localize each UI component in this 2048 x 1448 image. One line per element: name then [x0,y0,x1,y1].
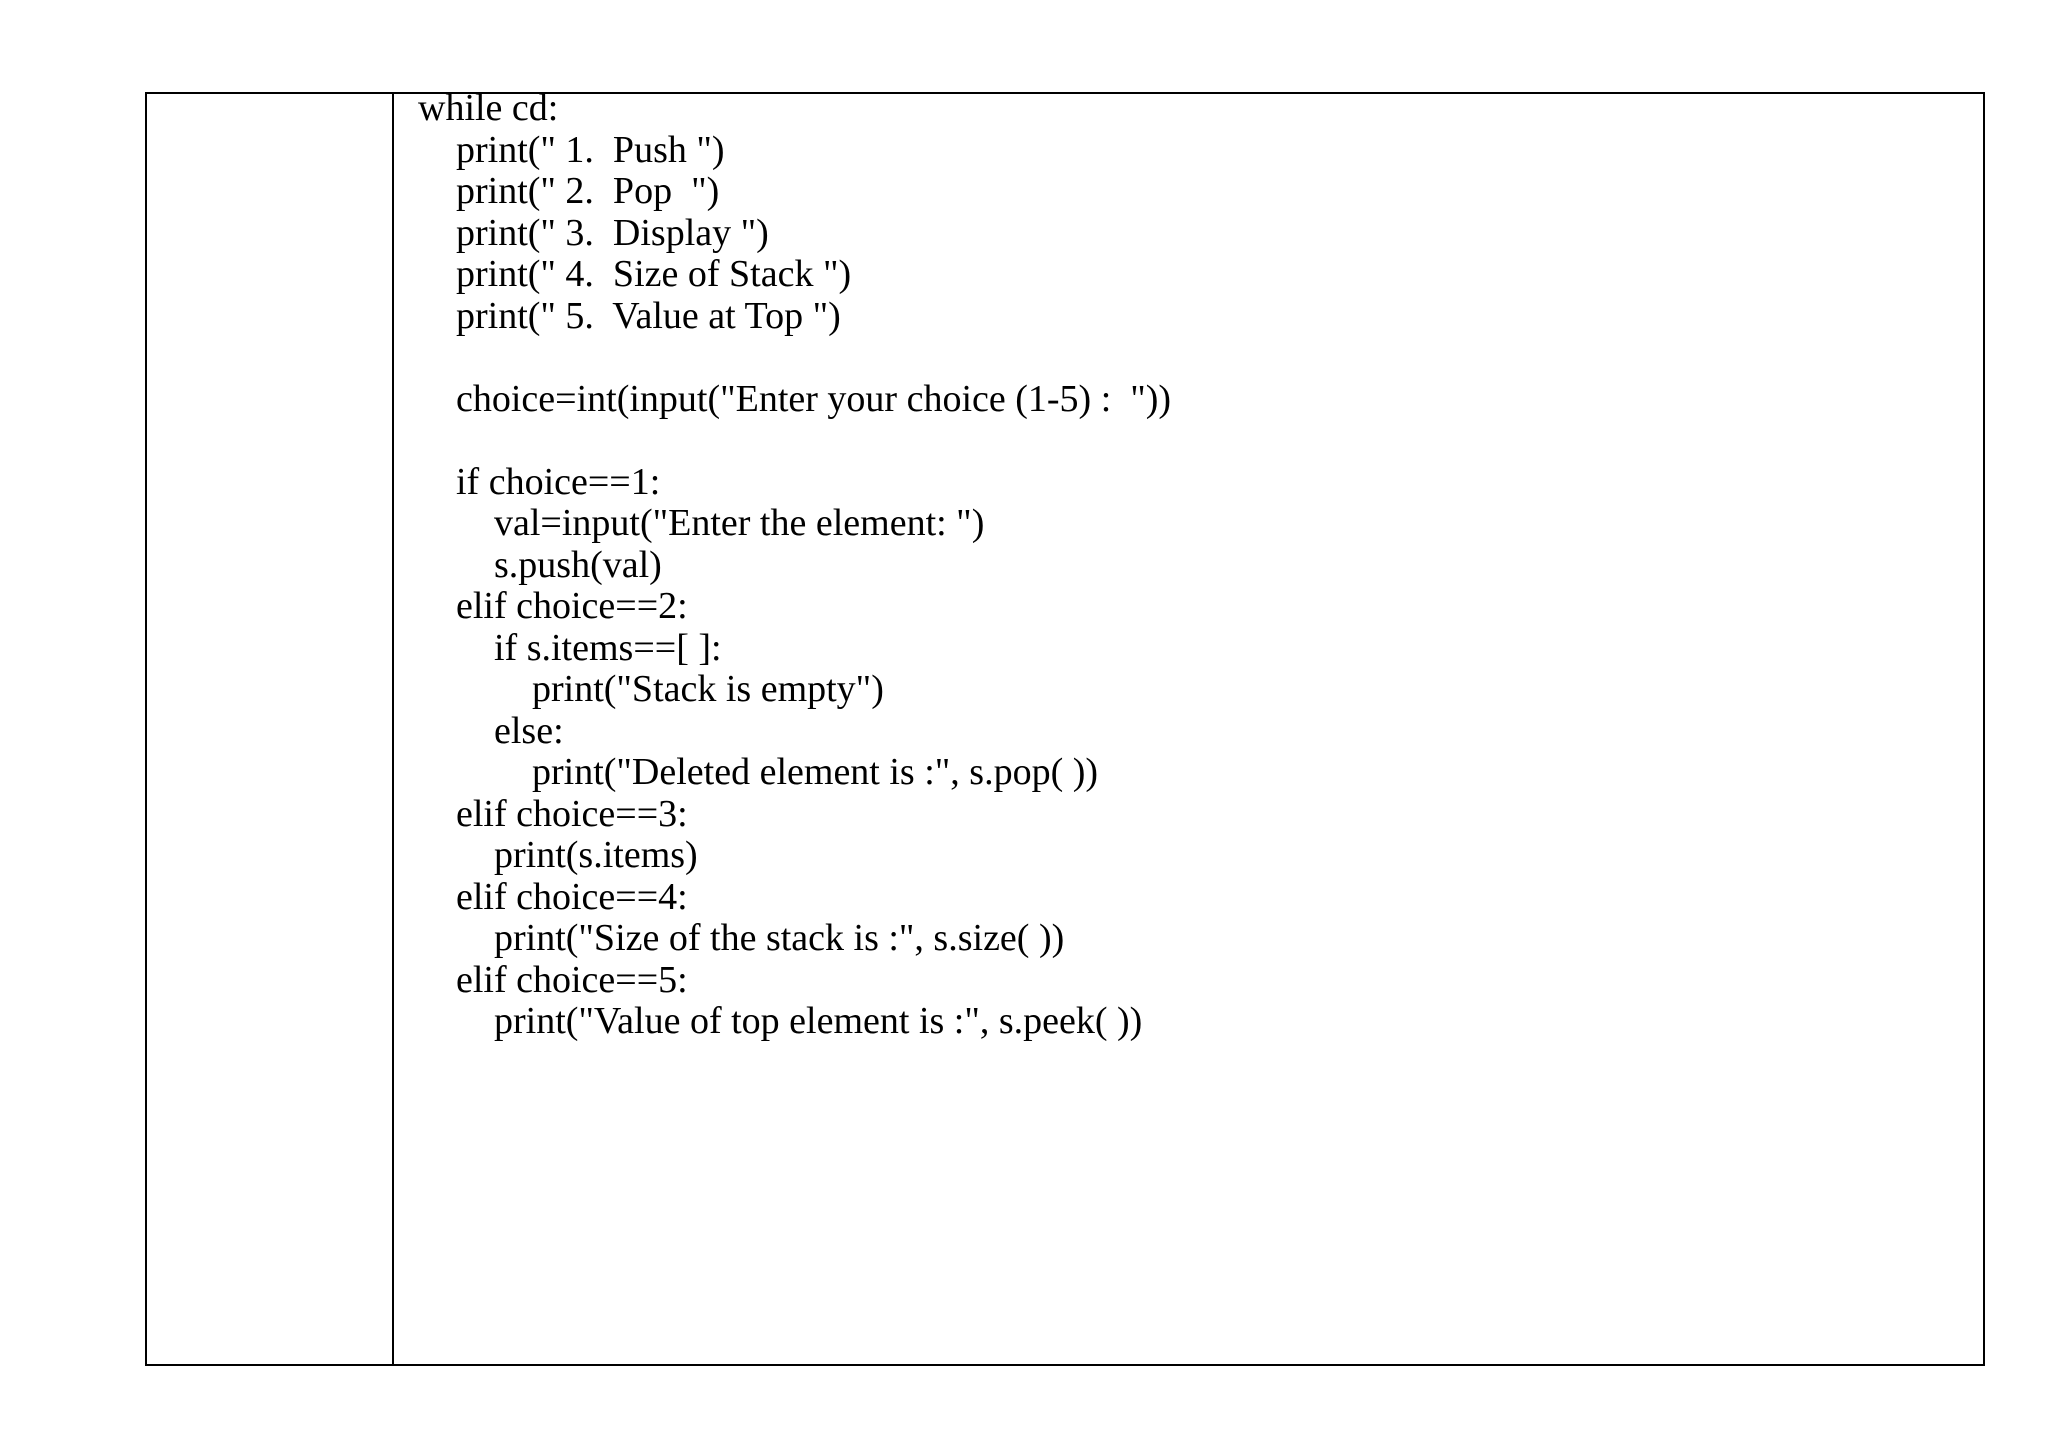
code-line: elif choice==5: [418,958,688,1001]
code-line: print(" 3. Display ") [418,211,769,254]
code-line: s.push(val) [418,543,662,586]
code-line: choice=int(input("Enter your choice (1-5… [418,377,1172,420]
code-line: elif choice==4: [418,875,688,918]
code-line [418,420,1983,462]
table-cell-left-empty [147,94,394,1364]
code-line: if choice==1: [418,460,661,503]
python-code-listing: while cd: print(" 1. Push ") print(" 2. … [418,94,1983,1043]
code-line: print("Deleted element is :", s.pop( )) [418,751,1099,793]
code-line: print("Stack is empty") [418,668,884,710]
code-line: elif choice==3: [418,792,688,835]
code-line: else: [418,709,564,752]
code-line: print(s.items) [418,834,698,876]
code-line: print(" 4. Size of Stack ") [418,253,852,295]
code-line: print("Size of the stack is :", s.size( … [418,917,1065,959]
code-line: while cd: [418,94,559,129]
code-line: print(" 5. Value at Top ") [418,294,841,337]
code-line: if s.items==[ ]: [418,626,722,669]
code-line: print(" 2. Pop ") [418,170,720,212]
code-line: val=input("Enter the element: ") [418,502,985,544]
code-line [418,337,1983,379]
table-cell-code: while cd: print(" 1. Push ") print(" 2. … [394,94,1983,1364]
code-table: while cd: print(" 1. Push ") print(" 2. … [145,92,1985,1366]
code-line: print(" 1. Push ") [418,128,725,171]
code-line: elif choice==2: [418,585,688,627]
code-line: print("Value of top element is :", s.pee… [418,1000,1143,1042]
